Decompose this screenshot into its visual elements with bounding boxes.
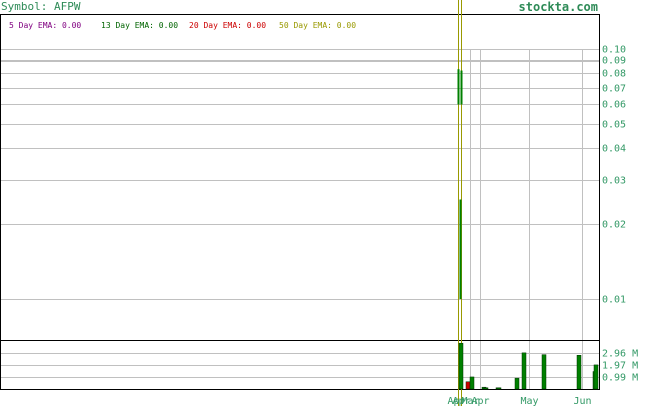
volume-tick-label: 0.99 M xyxy=(602,373,638,384)
volume-bar xyxy=(576,355,582,390)
volume-bar xyxy=(541,354,547,390)
volume-bar xyxy=(483,387,489,390)
volume-bar xyxy=(465,381,471,390)
price-tick-label: 0.07 xyxy=(602,84,626,95)
volume-bar xyxy=(514,377,520,390)
legend-ema-5: 5 Day EMA: 0.00 xyxy=(9,21,81,30)
price-tick-label: 0.05 xyxy=(602,120,626,131)
x-tick-label: Apr xyxy=(471,396,489,406)
price-panel-frame xyxy=(0,14,600,341)
volume-bar xyxy=(593,364,599,390)
x-tick-label: Mar xyxy=(461,396,479,406)
volume-bar xyxy=(458,342,464,390)
price-bars xyxy=(457,69,463,299)
price-tick-label: 0.03 xyxy=(602,176,626,187)
x-tick-label: Jun xyxy=(573,396,591,406)
volume-bar xyxy=(496,387,502,390)
site-label[interactable]: stockta.com xyxy=(519,0,598,14)
price-tick-label: 0.01 xyxy=(602,295,626,306)
volume-panel-frame xyxy=(0,340,600,390)
price-tick-label: 0.06 xyxy=(602,100,626,111)
price-tick-label: 0.04 xyxy=(602,144,626,155)
price-tick-label: 0.02 xyxy=(602,220,626,231)
x-tick-label: Apr xyxy=(452,396,470,406)
x-tick-label: Apr xyxy=(447,396,465,406)
symbol-label: Symbol: AFPW xyxy=(1,0,81,13)
x-tick-label: May xyxy=(520,396,538,406)
date-gridlines xyxy=(470,49,583,389)
volume-tick-label: 2.96 M xyxy=(602,349,638,360)
volume-bar xyxy=(521,352,527,390)
price-tick-label: 0.10 xyxy=(602,45,626,56)
price-tick-label: 0.09 xyxy=(602,56,626,67)
volume-grid xyxy=(1,353,599,378)
legend-ema-20: 20 Day EMA: 0.00 xyxy=(189,21,266,30)
legend-ema-50: 50 Day EMA: 0.00 xyxy=(279,21,356,30)
volume-bar xyxy=(469,376,475,390)
price-grid xyxy=(1,49,599,300)
volume-bars xyxy=(458,342,599,390)
ema-legend: 5 Day EMA: 0.00 13 Day EMA: 0.00 20 Day … xyxy=(9,21,356,30)
volume-tick-label: 1.97 M xyxy=(602,361,638,372)
volume-y-axis: 2.96 M1.97 M0.99 M xyxy=(602,349,638,384)
price-y-axis: 0.100.09 0.08 0.07 0.06 0.05 0.04 0.03 0.02 0.01 xyxy=(602,45,626,306)
price-tick-label: 0.08 xyxy=(602,69,626,80)
legend-ema-13: 13 Day EMA: 0.00 xyxy=(101,21,178,30)
